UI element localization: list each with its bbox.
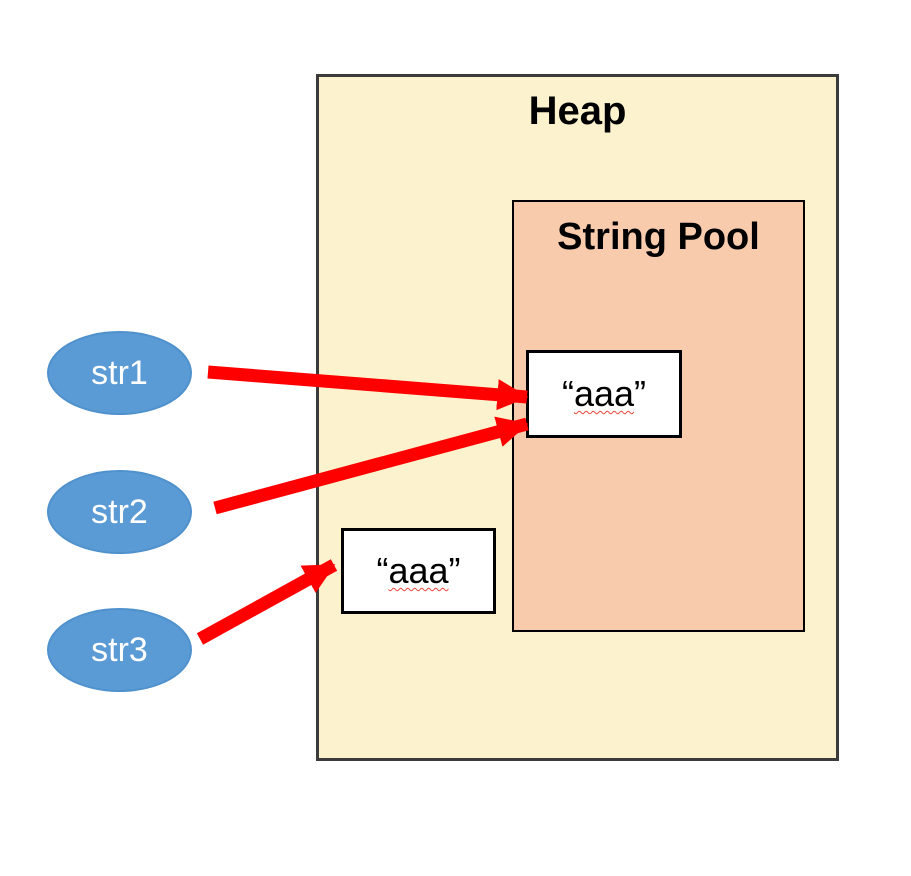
reference-label: str3 xyxy=(91,630,148,669)
string-pool-label: String Pool xyxy=(557,216,760,258)
reference-ellipse-str2: str2 xyxy=(47,470,192,554)
reference-label: str1 xyxy=(91,353,148,392)
reference-ellipse-str3: str3 xyxy=(47,608,192,692)
open-quote: “ xyxy=(561,373,574,414)
close-quote: ” xyxy=(448,550,461,591)
reference-label: str2 xyxy=(91,492,148,531)
reference-ellipse-str1: str1 xyxy=(47,331,192,415)
heap-label: Heap xyxy=(528,89,627,133)
pool-string-value: aaa xyxy=(573,373,635,414)
arrow-str3-to-heap-object xyxy=(196,559,338,645)
heap-region: Heap String Pool “aaa” “aaa” xyxy=(316,74,839,761)
heap-string-value: aaa xyxy=(388,550,449,591)
heap-string-object-box: “aaa” xyxy=(341,528,496,614)
pool-string-literal-box: “aaa” xyxy=(526,350,682,438)
open-quote: “ xyxy=(376,550,389,591)
close-quote: ” xyxy=(634,373,647,414)
